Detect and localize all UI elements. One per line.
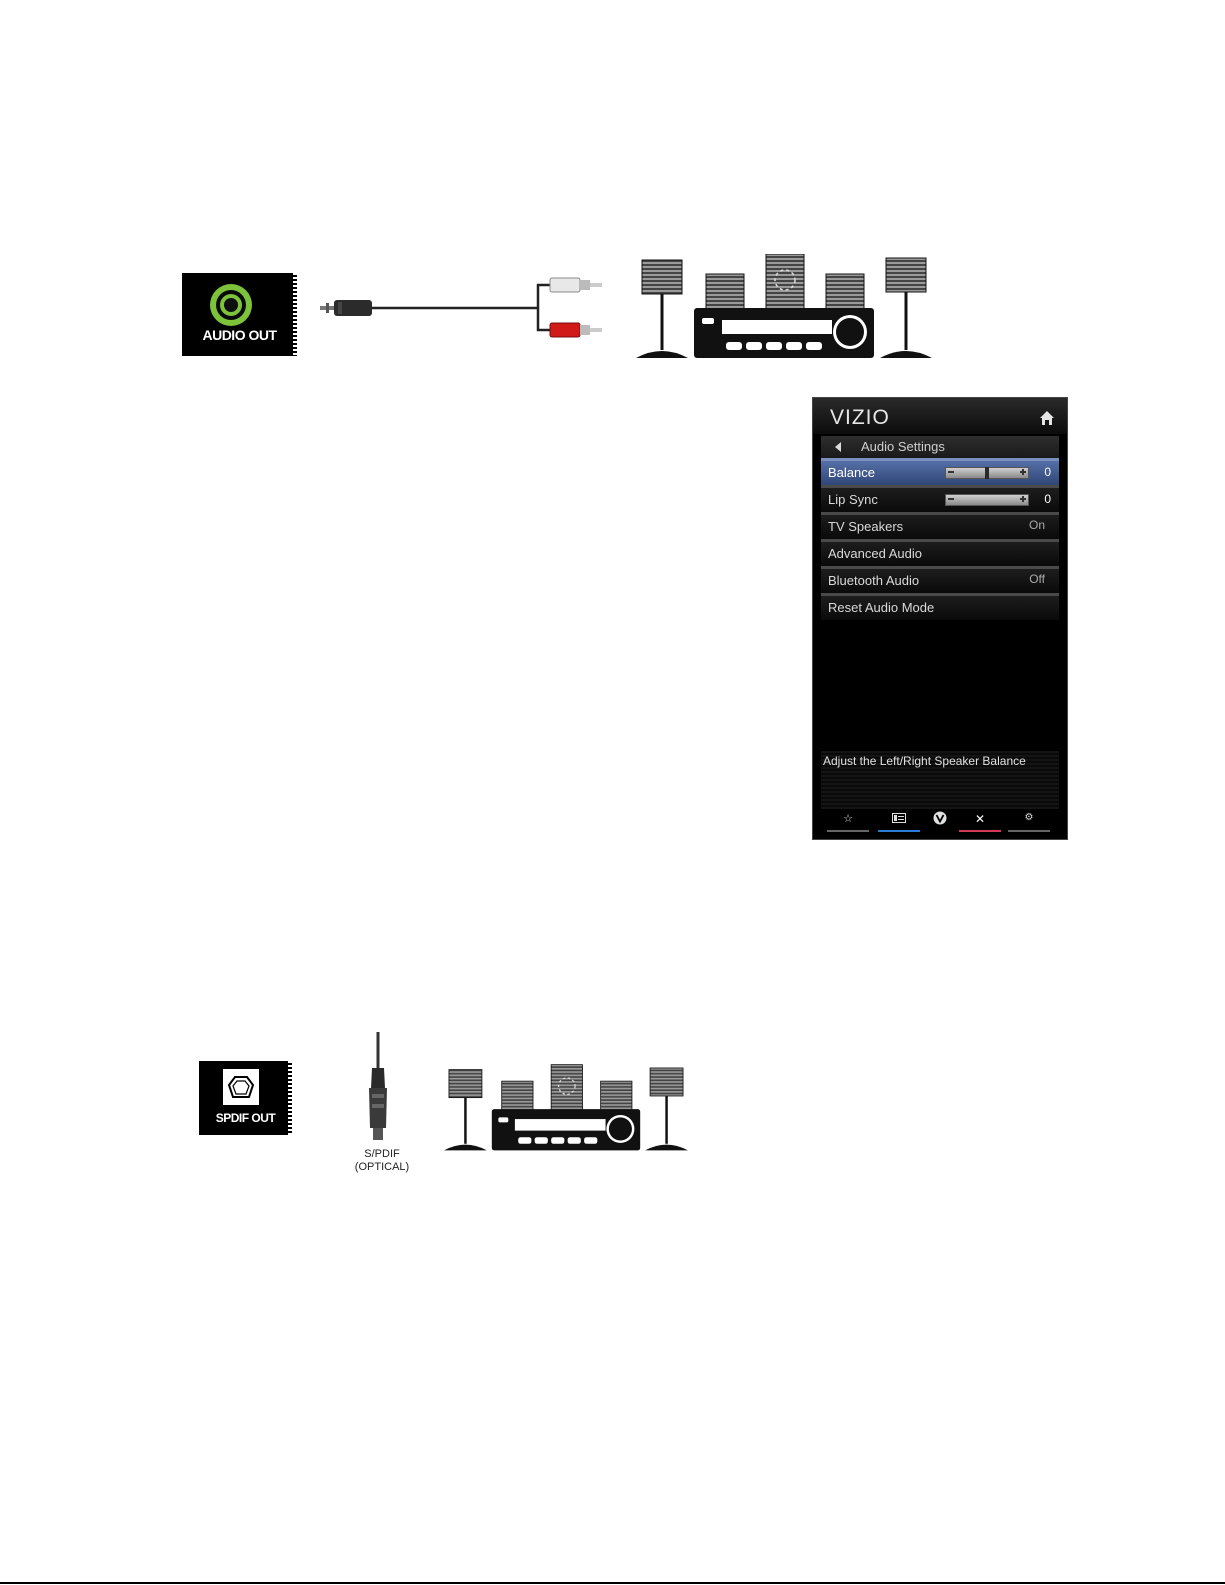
optical-caption-line2: (OPTICAL) bbox=[355, 1161, 409, 1173]
spdif-out-port: SPDIF OUT bbox=[199, 1061, 292, 1135]
menu-item-label: Lip Sync bbox=[828, 492, 878, 507]
star-icon[interactable]: ☆ bbox=[827, 810, 869, 836]
tv-audio-settings-menu: VIZIO Audio Settings Balance 0 Lip Sync … bbox=[812, 397, 1068, 840]
page-bottom-rule bbox=[0, 1582, 1225, 1584]
rca-cable-illustration bbox=[320, 268, 610, 348]
vizio-v-icon[interactable] bbox=[919, 810, 961, 836]
menu-item-label: Balance bbox=[828, 465, 875, 480]
menu-item-reset-audio-mode[interactable]: Reset Audio Mode bbox=[821, 593, 1059, 620]
lip-sync-slider[interactable] bbox=[945, 494, 1029, 506]
balance-slider-knob[interactable] bbox=[985, 467, 989, 479]
menu-item-balance[interactable]: Balance 0 bbox=[821, 458, 1059, 485]
menu-item-label: Reset Audio Mode bbox=[828, 600, 934, 615]
lip-sync-value: 0 bbox=[1044, 492, 1051, 506]
bluetooth-audio-value: Off bbox=[1029, 572, 1045, 586]
lip-sync-slider-knob[interactable] bbox=[948, 494, 952, 506]
help-text: Adjust the Left/Right Speaker Balance bbox=[823, 754, 1026, 768]
menu-footer-bar: ☆ ✕ ⚙ bbox=[813, 810, 1067, 838]
audio-out-label: AUDIO OUT bbox=[182, 327, 297, 343]
home-icon[interactable] bbox=[1039, 410, 1055, 426]
menu-item-lip-sync[interactable]: Lip Sync 0 bbox=[821, 485, 1059, 512]
menu-item-advanced-audio[interactable]: Advanced Audio bbox=[821, 539, 1059, 566]
spdif-out-label: SPDIF OUT bbox=[199, 1111, 292, 1125]
menu-item-label: Advanced Audio bbox=[828, 546, 922, 561]
close-icon[interactable]: ✕ bbox=[959, 810, 1001, 836]
home-theater-system-icon-2 bbox=[444, 1064, 688, 1156]
balance-slider[interactable] bbox=[945, 467, 1029, 479]
menu-item-label: TV Speakers bbox=[828, 519, 903, 534]
optical-port-icon bbox=[221, 1067, 261, 1107]
menu-title-bar: Audio Settings bbox=[821, 436, 1059, 458]
tv-speakers-value: On bbox=[1029, 518, 1045, 532]
home-theater-system-icon bbox=[636, 254, 932, 364]
menu-item-bluetooth-audio[interactable]: Bluetooth Audio Off bbox=[821, 566, 1059, 593]
back-arrow-icon[interactable] bbox=[835, 442, 841, 452]
optical-caption-line1: S/PDIF bbox=[364, 1148, 399, 1160]
gear-icon[interactable]: ⚙ bbox=[1008, 810, 1050, 836]
menu-item-tv-speakers[interactable]: TV Speakers On bbox=[821, 512, 1059, 539]
help-text-area: Adjust the Left/Right Speaker Balance bbox=[821, 751, 1059, 809]
optical-cable-illustration bbox=[358, 1032, 398, 1144]
optical-cable-caption: S/PDIF (OPTICAL) bbox=[346, 1148, 418, 1174]
audio-out-port: AUDIO OUT bbox=[182, 273, 297, 356]
menu-item-label: Bluetooth Audio bbox=[828, 573, 919, 588]
menu-title: Audio Settings bbox=[861, 439, 945, 454]
menu-header: VIZIO bbox=[813, 398, 1067, 434]
vizio-logo: VIZIO bbox=[830, 406, 890, 430]
balance-value: 0 bbox=[1044, 465, 1051, 479]
audio-jack-icon bbox=[206, 281, 256, 331]
widget-icon[interactable] bbox=[878, 810, 920, 836]
